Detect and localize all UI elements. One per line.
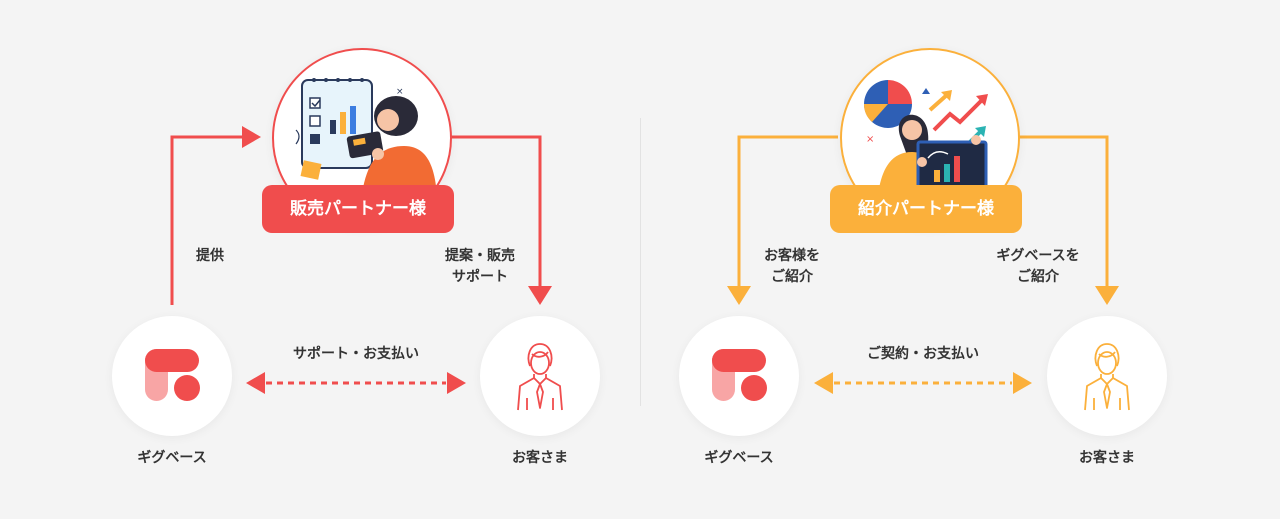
arrow-bottom-right — [814, 372, 1032, 394]
gigbase-logo-icon — [145, 349, 200, 401]
gigbase-node-left — [112, 316, 232, 436]
gigbase-logo-icon — [712, 349, 767, 401]
person-with-tie-icon — [517, 343, 563, 411]
arrow-provide — [170, 126, 261, 305]
svg-text:×: × — [396, 87, 404, 97]
arrow-introduce-gigbase — [1018, 135, 1119, 305]
sales-partner-badge: 販売パートナー様 — [262, 185, 454, 233]
support-payment-label: サポート・お支払い — [293, 346, 419, 362]
propose-sales-support-label: 提案・販売 サポート — [445, 248, 515, 285]
person-with-tie-icon — [1084, 343, 1130, 411]
contract-payment-label: ご契約・お支払い — [867, 346, 979, 362]
provide-label: 提供 — [196, 248, 224, 264]
arrow-bottom-left — [246, 372, 466, 394]
referral-partner-badge: 紹介パートナー様 — [830, 185, 1022, 233]
center-divider — [640, 118, 641, 406]
customer-node-right — [1047, 316, 1167, 436]
customer-node-left — [480, 316, 600, 436]
svg-text:×: × — [866, 134, 874, 145]
customer-label-left: お客さま — [512, 450, 568, 466]
gigbase-label-right: ギグベース — [704, 450, 774, 466]
customer-label-right: お客さま — [1079, 450, 1135, 466]
introduce-customer-label: お客様を ご紹介 — [764, 248, 820, 285]
gigbase-node-right — [679, 316, 799, 436]
arrow-introduce-customer — [727, 135, 838, 305]
arrow-propose — [448, 135, 552, 305]
introduce-gigbase-label: ギグベースを ご紹介 — [996, 248, 1080, 285]
gigbase-label-left: ギグベース — [137, 450, 207, 466]
